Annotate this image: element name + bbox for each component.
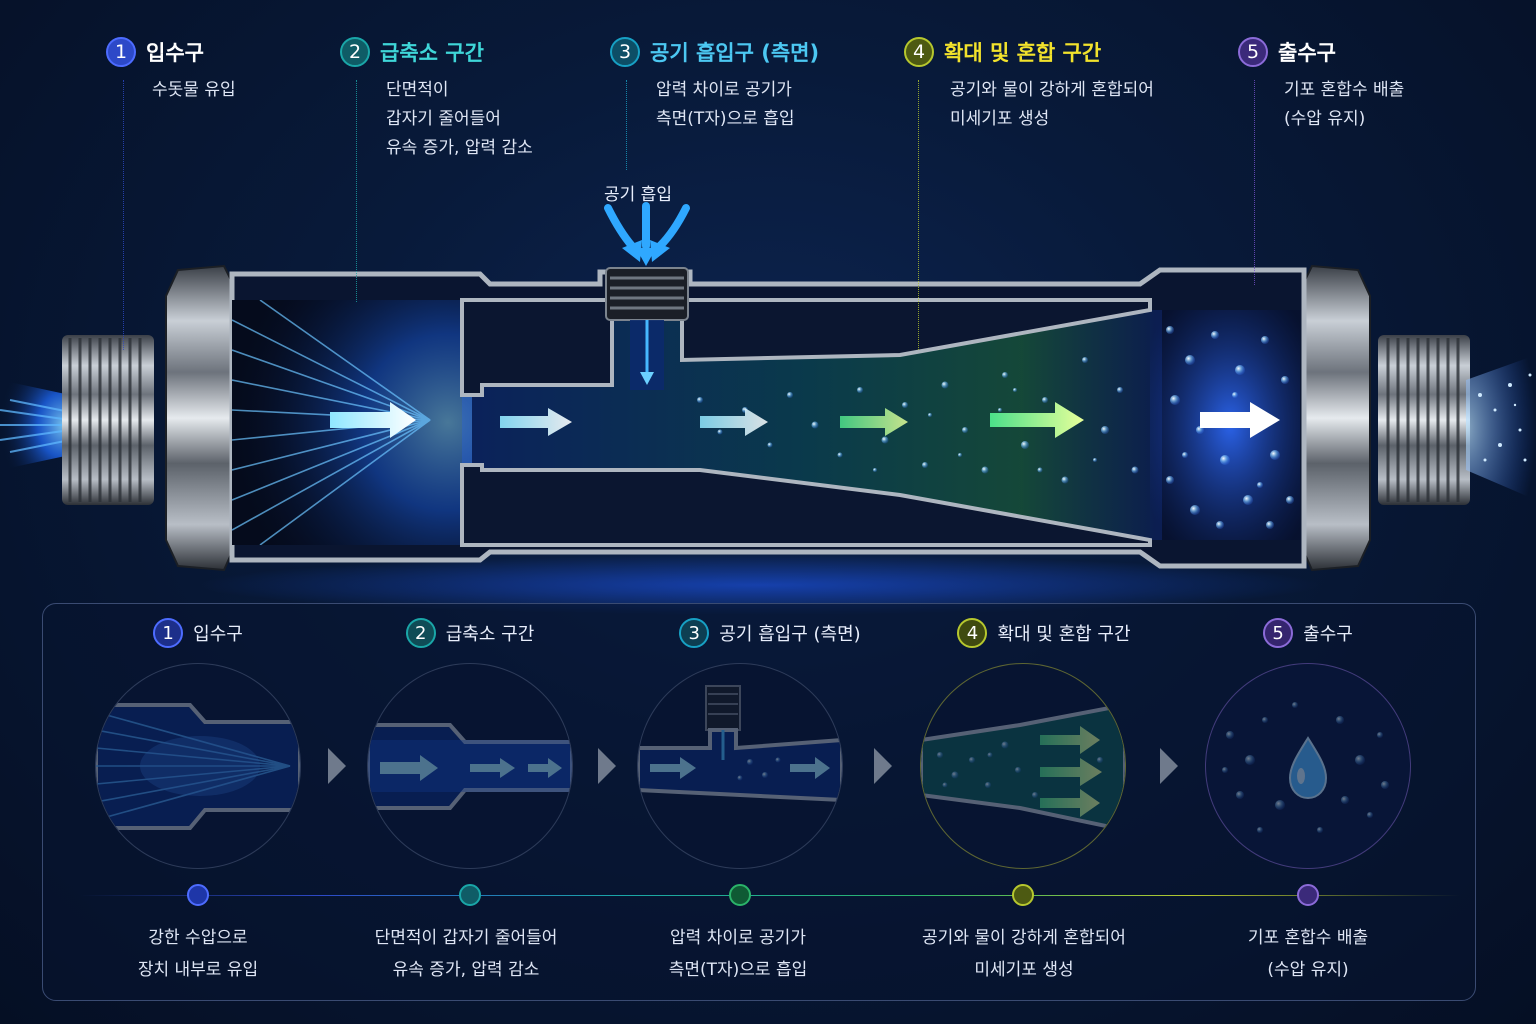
desc-line: 공기와 물이 강하게 혼합되어 xyxy=(950,80,1154,100)
step-title: 입수구 xyxy=(146,41,204,65)
process-summary-panel xyxy=(42,603,1476,1001)
bottom-step-4-description: 공기와 물이 강하게 혼합되어 미세기포 생성 xyxy=(874,922,1174,986)
desc-line: 단면적이 갑자기 줄어들어 xyxy=(374,928,558,948)
desc-line: 기포 혼합수 배출 xyxy=(1247,928,1369,948)
step-number-badge: 5 xyxy=(1238,37,1268,67)
step-title: 급축소 구간 xyxy=(380,41,484,65)
desc-line: 유속 증가, 압력 감소 xyxy=(392,960,540,980)
step-title: 확대 및 혼합 구간 xyxy=(997,624,1131,645)
desc-line: 유속 증가, 압력 감소 xyxy=(386,138,533,158)
desc-line: 미세기포 생성 xyxy=(974,960,1074,980)
step-number-badge: 4 xyxy=(904,37,934,67)
step-title: 입수구 xyxy=(193,624,243,645)
chevron-right-icon xyxy=(1160,748,1178,784)
step-number-badge: 2 xyxy=(340,37,370,67)
step-title: 급축소 구간 xyxy=(445,624,535,645)
desc-line: 미세기포 생성 xyxy=(950,109,1050,129)
step-number-badge: 3 xyxy=(610,37,640,67)
guide-line-5 xyxy=(1254,80,1255,285)
step-number-badge: 2 xyxy=(405,618,436,648)
air-intake-label: 공기 흡입 xyxy=(604,185,672,205)
bottom-step-5-header: 5 출수구 xyxy=(1178,618,1438,648)
step-description: 수돗물 유입 xyxy=(152,76,406,105)
desc-line: 측면(T자)으로 흡입 xyxy=(668,960,808,980)
top-step-2: 2 급축소 구간 단면적이 갑자기 줄어들어 유속 증가, 압력 감소 xyxy=(340,34,640,163)
chevron-right-icon xyxy=(874,748,892,784)
timeline-dot-4 xyxy=(1012,884,1034,906)
step-description: 기포 혼합수 배출 (수압 유지) xyxy=(1284,76,1536,134)
bottom-step-2-description: 단면적이 갑자기 줄어들어 유속 증가, 압력 감소 xyxy=(316,922,616,986)
step-number-badge: 5 xyxy=(1263,618,1294,648)
bottom-step-5-description: 기포 혼합수 배출 (수압 유지) xyxy=(1158,922,1458,986)
desc-line: (수압 유지) xyxy=(1284,109,1366,129)
bottom-step-3-header: 3 공기 흡입구 (측면) xyxy=(640,618,900,648)
chevron-right-icon xyxy=(328,748,346,784)
timeline-dot-1 xyxy=(187,884,209,906)
timeline-dot-2 xyxy=(459,884,481,906)
step-title: 출수구 xyxy=(1303,624,1353,645)
top-step-1: 1 입수구 수돗물 유입 xyxy=(106,34,406,105)
bottom-step-2-header: 2 급축소 구간 xyxy=(340,618,600,648)
top-step-3: 3 공기 흡입구 (측면) 압력 차이로 공기가 측면(T자)으로 흡입 xyxy=(610,34,910,134)
desc-line: 공기와 물이 강하게 혼합되어 xyxy=(922,928,1126,948)
guide-line-3 xyxy=(626,80,627,170)
desc-line: 압력 차이로 공기가 xyxy=(656,80,792,100)
top-step-5: 5 출수구 기포 혼합수 배출 (수압 유지) xyxy=(1238,34,1536,134)
timeline-dot-5 xyxy=(1297,884,1319,906)
guide-line-1 xyxy=(123,80,124,350)
step-number-badge: 4 xyxy=(957,618,988,648)
desc-line: 압력 차이로 공기가 xyxy=(670,928,806,948)
timeline-segment xyxy=(620,895,920,896)
desc-line: 수돗물 유입 xyxy=(152,80,236,100)
step-description: 공기와 물이 강하게 혼합되어 미세기포 생성 xyxy=(950,76,1204,134)
timeline-segment xyxy=(920,895,1190,896)
step-number-badge: 3 xyxy=(679,618,710,648)
timeline-segment xyxy=(1190,895,1460,896)
step-number-badge: 1 xyxy=(153,618,184,648)
bottom-step-1-header: 1 입수구 xyxy=(68,618,328,648)
guide-line-4 xyxy=(918,80,919,350)
guide-line-2 xyxy=(356,80,357,302)
bottom-step-4-header: 4 확대 및 혼합 구간 xyxy=(914,618,1174,648)
step-title: 출수구 xyxy=(1278,41,1336,65)
step-description: 압력 차이로 공기가 측면(T자)으로 흡입 xyxy=(656,76,910,134)
desc-line: 측면(T자)으로 흡입 xyxy=(656,109,795,129)
top-step-4: 4 확대 및 혼합 구간 공기와 물이 강하게 혼합되어 미세기포 생성 xyxy=(904,34,1204,134)
desc-line: 단면적이 xyxy=(386,80,449,100)
step-description: 단면적이 갑자기 줄어들어 유속 증가, 압력 감소 xyxy=(386,76,640,163)
desc-line: 장치 내부로 유입 xyxy=(137,960,259,980)
step-title: 공기 흡입구 (측면) xyxy=(650,41,820,65)
timeline-dot-3 xyxy=(729,884,751,906)
step-title: 공기 흡입구 (측면) xyxy=(719,624,861,645)
step-title: 확대 및 혼합 구간 xyxy=(944,41,1102,65)
desc-line: 기포 혼합수 배출 xyxy=(1284,80,1405,100)
bottom-step-1-description: 강한 수압으로 장치 내부로 유입 xyxy=(48,922,348,986)
bottom-step-3-description: 압력 차이로 공기가 측면(T자)으로 흡입 xyxy=(588,922,888,986)
desc-line: 강한 수압으로 xyxy=(148,928,248,948)
step-number-badge: 1 xyxy=(106,37,136,67)
desc-line: (수압 유지) xyxy=(1267,960,1349,980)
chevron-right-icon xyxy=(598,748,616,784)
desc-line: 갑자기 줄어들어 xyxy=(386,109,501,129)
